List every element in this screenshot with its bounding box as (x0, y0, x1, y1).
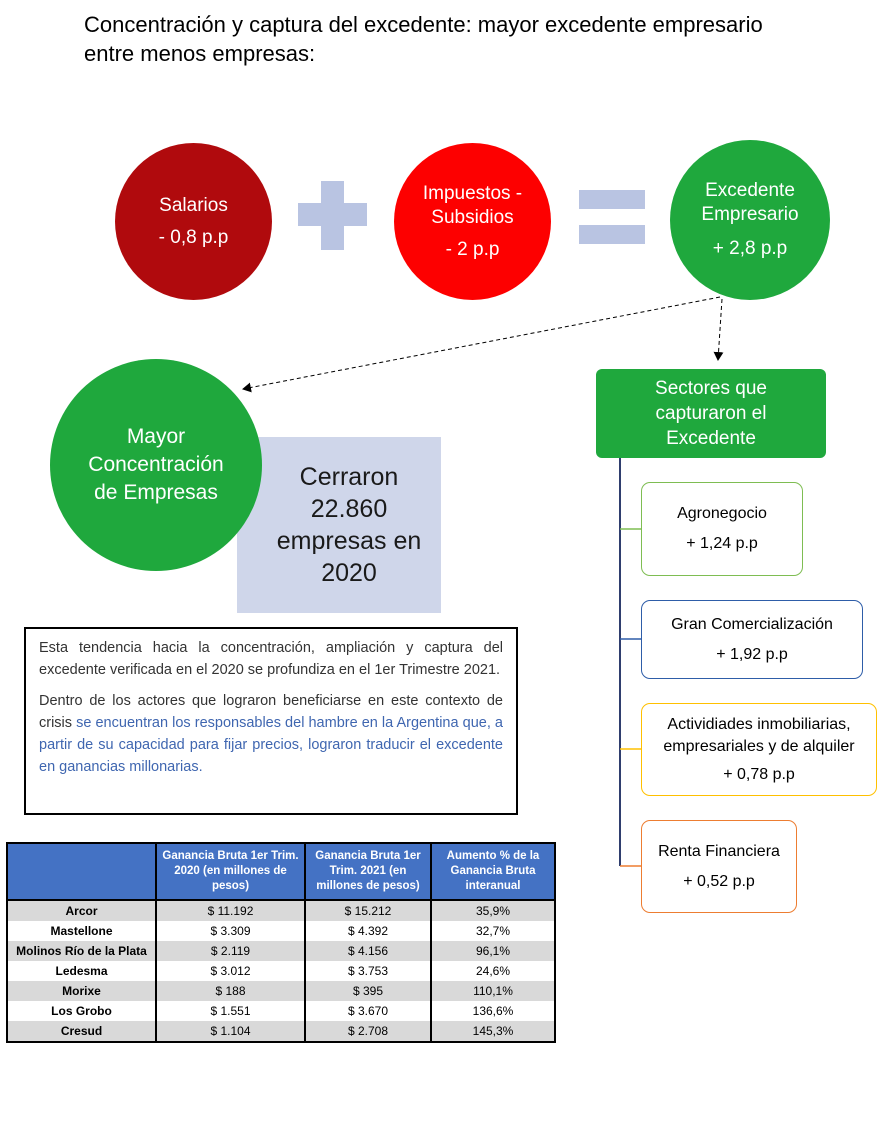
paragraph-2: Dentro de los actores que lograron benef… (39, 690, 503, 778)
aumento-pct: 96,1% (430, 941, 556, 961)
plus-icon-vertical (321, 181, 344, 250)
impuestos-label-1: Impuestos - (422, 182, 523, 204)
company-name: Molinos Río de la Plata (6, 941, 157, 961)
arrow-to-sectores (713, 298, 724, 361)
sector-value: + 0,52 p.p (683, 872, 755, 890)
excedente-label-1: Excedente (705, 180, 795, 201)
company-name: Mastellone (6, 921, 157, 941)
sector-box-inmobiliarias: Actividiades inmobiliarias, empresariale… (641, 703, 877, 796)
aumento-pct: 110,1% (430, 981, 556, 1001)
cerraron-box: Cerraron 22.860 empresas en 2020 (237, 437, 441, 613)
impuestos-value: - 2 p.p (445, 238, 500, 260)
sector-value: + 1,92 p.p (716, 645, 788, 663)
title-line-1: Concentración y captura del excedente: m… (84, 12, 763, 37)
ganancia-2020: $ 11.192 (155, 900, 306, 921)
explanation-text-box: Esta tendencia hacia la concentración, a… (24, 627, 518, 815)
concentracion-circle: Mayor Concentración de Empresas (50, 359, 262, 571)
company-name: Arcor (6, 900, 157, 921)
table-header-2021: Ganancia Bruta 1er Trim. 2021 (en millon… (304, 842, 432, 901)
table-header-empty (6, 842, 157, 901)
table-row: Arcor $ 11.192 $ 15.212 35,9% (6, 900, 556, 921)
concentracion-line-1: Mayor (126, 425, 186, 448)
sector-label-line-1: Actividiades inmobiliarias, (667, 715, 851, 733)
sector-label: Renta Financiera (658, 842, 780, 860)
aumento-pct: 24,6% (430, 961, 556, 981)
ganancia-2021: $ 4.392 (304, 921, 432, 941)
sectores-header: Sectores que capturaron el Excedente (596, 369, 826, 458)
salarios-label: Salarios (159, 194, 228, 216)
salarios-circle: Salarios - 0,8 p.p (115, 143, 272, 300)
sector-label-line-2: empresariales y de alquiler (663, 737, 855, 755)
aumento-pct: 145,3% (430, 1021, 556, 1043)
sectores-header-line-3: Excedente (666, 428, 756, 449)
sector-label: Agronegocio (677, 505, 767, 522)
ganancia-2020: $ 1.551 (155, 1001, 306, 1021)
ganancia-2021: $ 3.753 (304, 961, 432, 981)
concentracion-line-2: Concentración (88, 453, 224, 476)
sector-box-agronegocio: Agronegocio + 1,24 p.p (641, 482, 803, 576)
ganancia-2020: $ 3.012 (155, 961, 306, 981)
aumento-pct: 35,9% (430, 900, 556, 921)
cerraron-text: Cerraron 22.860 empresas en 2020 (276, 463, 422, 587)
concentracion-line-3: de Empresas (94, 481, 218, 504)
sector-value: + 0,78 p.p (723, 765, 795, 783)
ganancia-2020: $ 1.104 (155, 1021, 306, 1043)
sector-value: + 1,24 p.p (686, 535, 758, 552)
paragraph-1: Esta tendencia hacia la concentración, a… (39, 640, 503, 678)
table-row: Ledesma $ 3.012 $ 3.753 24,6% (6, 961, 556, 981)
ganancia-2021: $ 395 (304, 981, 432, 1001)
ganancia-2021: $ 2.708 (304, 1021, 432, 1043)
paragraph-2-highlight: se encuentran los responsables del hambr… (39, 715, 503, 775)
table-row: Morixe $ 188 $ 395 110,1% (6, 981, 556, 1001)
paragraph-2-plain: Dentro de los actores que lograron benef… (39, 693, 503, 731)
ganancia-2021: $ 4.156 (304, 941, 432, 961)
equals-icon (579, 190, 645, 209)
ganancia-bruta-table: Ganancia Bruta 1er Trim. 2020 (en millon… (6, 842, 556, 1043)
title-line-2: entre menos empresas: (84, 41, 316, 66)
impuestos-label-2: Subsidios (431, 206, 514, 228)
sector-box-comercializacion: Gran Comercialización + 1,92 p.p (641, 600, 863, 679)
impuestos-circle: Impuestos - Subsidios - 2 p.p (394, 143, 551, 300)
arrow-to-concentracion (242, 296, 721, 393)
excedente-value: + 2,8 p.p (712, 238, 788, 259)
sector-label: Gran Comercialización (671, 615, 833, 633)
excedente-circle: Excedente Empresario + 2,8 p.p (670, 140, 830, 300)
sectores-header-line-2: capturaron el (655, 403, 767, 424)
table-row: Cresud $ 1.104 $ 2.708 145,3% (6, 1021, 556, 1043)
table-row: Molinos Río de la Plata $ 2.119 $ 4.156 … (6, 941, 556, 961)
aumento-pct: 136,6% (430, 1001, 556, 1021)
sectores-header-line-1: Sectores que (655, 378, 767, 399)
ganancia-2020: $ 3.309 (155, 921, 306, 941)
ganancia-2020: $ 2.119 (155, 941, 306, 961)
table-row: Los Grobo $ 1.551 $ 3.670 136,6% (6, 1001, 556, 1021)
aumento-pct: 32,7% (430, 921, 556, 941)
table-row: Mastellone $ 3.309 $ 4.392 32,7% (6, 921, 556, 941)
salarios-value: - 0,8 p.p (158, 226, 229, 248)
page-title: Concentración y captura del excedente: m… (84, 10, 844, 68)
company-name: Morixe (6, 981, 157, 1001)
company-name: Los Grobo (6, 1001, 157, 1021)
sector-box-renta-financiera: Renta Financiera + 0,52 p.p (641, 820, 797, 913)
table-header-aumento: Aumento % de la Ganancia Bruta interanua… (430, 842, 556, 901)
company-name: Ledesma (6, 961, 157, 981)
table-header-2020: Ganancia Bruta 1er Trim. 2020 (en millon… (155, 842, 306, 901)
excedente-label-2: Empresario (701, 204, 799, 225)
ganancia-2020: $ 188 (155, 981, 306, 1001)
ganancia-2021: $ 15.212 (304, 900, 432, 921)
equals-icon-lower-bar (579, 225, 645, 244)
ganancia-2021: $ 3.670 (304, 1001, 432, 1021)
table-header-row: Ganancia Bruta 1er Trim. 2020 (en millon… (6, 842, 556, 901)
company-name: Cresud (6, 1021, 157, 1043)
